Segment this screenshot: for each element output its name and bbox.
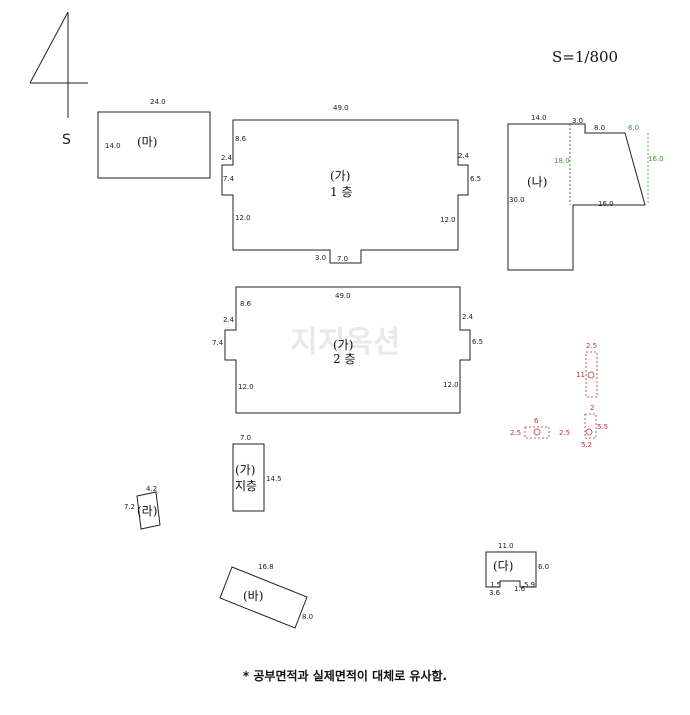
dim-ga2-r3: 12.0 <box>443 381 459 389</box>
dim-na-green1: 6.0 <box>628 124 639 132</box>
dim-ba-top: 16.8 <box>258 563 274 571</box>
dim-na-bottom: 16.0 <box>598 200 614 208</box>
building-ga-basement-floor: 지층 <box>235 479 257 493</box>
building-ba-label: (바) <box>243 589 263 603</box>
dim-da-b3: 1.6 <box>514 585 526 593</box>
dim-ga2-top: 49.0 <box>335 292 351 300</box>
building-ma-label: (마) <box>137 135 157 149</box>
dim-ga1-r3: 12.0 <box>440 216 456 224</box>
building-ra-label: (라) <box>137 504 157 518</box>
dim-ga1-l1: 2.4 <box>221 154 233 162</box>
red-marker-b: 2 2.5 5.5 5.2 <box>559 404 608 449</box>
building-ga-2f-floor: 2 층 <box>333 352 356 366</box>
building-ga-1f: (가) 1 층 49.0 8.6 2.4 7.4 12.0 2.4 6.5 12… <box>221 104 481 264</box>
dim-na-green3: 16.0 <box>648 155 664 163</box>
red-c-left: 2.5 <box>510 429 521 437</box>
dim-na-green2: 18.0 <box>554 157 570 165</box>
red-a-left: 11 <box>576 371 585 379</box>
dim-ga1-b2: 7.0 <box>337 255 348 263</box>
dim-gab-right: 14.5 <box>266 475 282 483</box>
scale-label: S=1/800 <box>552 48 618 66</box>
dim-ga2-r2: 6.5 <box>472 338 483 346</box>
red-marker-c: 6 2.5 <box>510 417 550 439</box>
building-ga-2f: (가) 2 층 49.0 8.6 2.4 7.4 12.0 2.4 6.5 12… <box>212 286 483 414</box>
dim-ra-left: 7.2 <box>124 503 135 511</box>
dim-gab-top: 7.0 <box>240 434 251 442</box>
dim-ga2-l3: 12.0 <box>238 383 254 391</box>
building-ga-basement: (가) 지층 7.0 14.5 <box>232 434 282 512</box>
north-arrow-icon <box>29 11 88 118</box>
red-b-right: 5.5 <box>597 423 608 431</box>
building-ma: (마) 24.0 14.0 <box>97 98 211 179</box>
building-ba: (바) 16.8 8.0 <box>219 563 313 629</box>
dim-ga2-l1: 2.4 <box>223 316 235 324</box>
building-ga-basement-label: (가) <box>235 463 255 477</box>
dim-da-b4: 5.9 <box>524 581 535 589</box>
dim-ma-left: 14.0 <box>105 142 121 150</box>
dim-na-t1: 14.0 <box>531 114 547 122</box>
dim-ga1-l3: 12.0 <box>235 214 251 222</box>
dim-ga1-top: 49.0 <box>333 104 349 112</box>
dim-ga1-r2: 6.5 <box>470 175 481 183</box>
building-da-label: (다) <box>493 559 513 573</box>
dim-na-left: 30.0 <box>509 196 525 204</box>
building-ga-2f-label: (가) <box>333 338 353 352</box>
dim-da-b2: 1.5 <box>490 581 501 589</box>
dim-ga1-l2: 7.4 <box>223 175 235 183</box>
north-label: S <box>62 132 71 148</box>
dim-da-right: 6.0 <box>538 563 549 571</box>
dim-na-t2: 3.0 <box>572 117 583 125</box>
red-a-top: 2.5 <box>586 342 597 350</box>
dim-ga2-tl: 8.6 <box>240 300 252 308</box>
dim-da-top: 11.0 <box>498 542 514 550</box>
footnote: * 공부면적과 실제면적이 대체로 유사함. <box>242 669 448 683</box>
dim-ma-top: 24.0 <box>150 98 166 106</box>
dim-ga2-r1: 2.4 <box>462 313 474 321</box>
building-da: (다) 11.0 6.0 3.6 1.5 1.6 5.9 <box>485 542 549 597</box>
dim-ga1-tl: 8.6 <box>235 135 247 143</box>
red-b-bottom: 5.2 <box>581 441 592 449</box>
dim-da-b1: 3.6 <box>489 589 501 597</box>
red-marker-a: 2.5 11 <box>576 342 598 398</box>
dim-na-t3: 8.0 <box>594 124 605 132</box>
dim-ga1-r1: 2.4 <box>458 152 470 160</box>
dim-ba-right: 8.0 <box>302 613 313 621</box>
building-ra: (라) 4.2 7.2 <box>124 485 161 530</box>
dim-ra-top: 4.2 <box>146 485 157 493</box>
dim-ga1-b1: 3.0 <box>315 254 326 262</box>
watermark-text: 지지옥션 <box>290 325 400 360</box>
building-na-label: (나) <box>527 175 547 189</box>
red-b-left: 2.5 <box>559 429 570 437</box>
building-na: (나) 14.0 3.0 8.0 6.0 18.0 16.0 30.0 16.0 <box>507 114 664 271</box>
building-ga-1f-label: (가) <box>330 169 350 183</box>
red-c-top: 6 <box>534 417 539 425</box>
building-ga-1f-floor: 1 층 <box>330 185 353 199</box>
red-b-top: 2 <box>590 404 594 412</box>
dim-ga2-l2: 7.4 <box>212 339 224 347</box>
